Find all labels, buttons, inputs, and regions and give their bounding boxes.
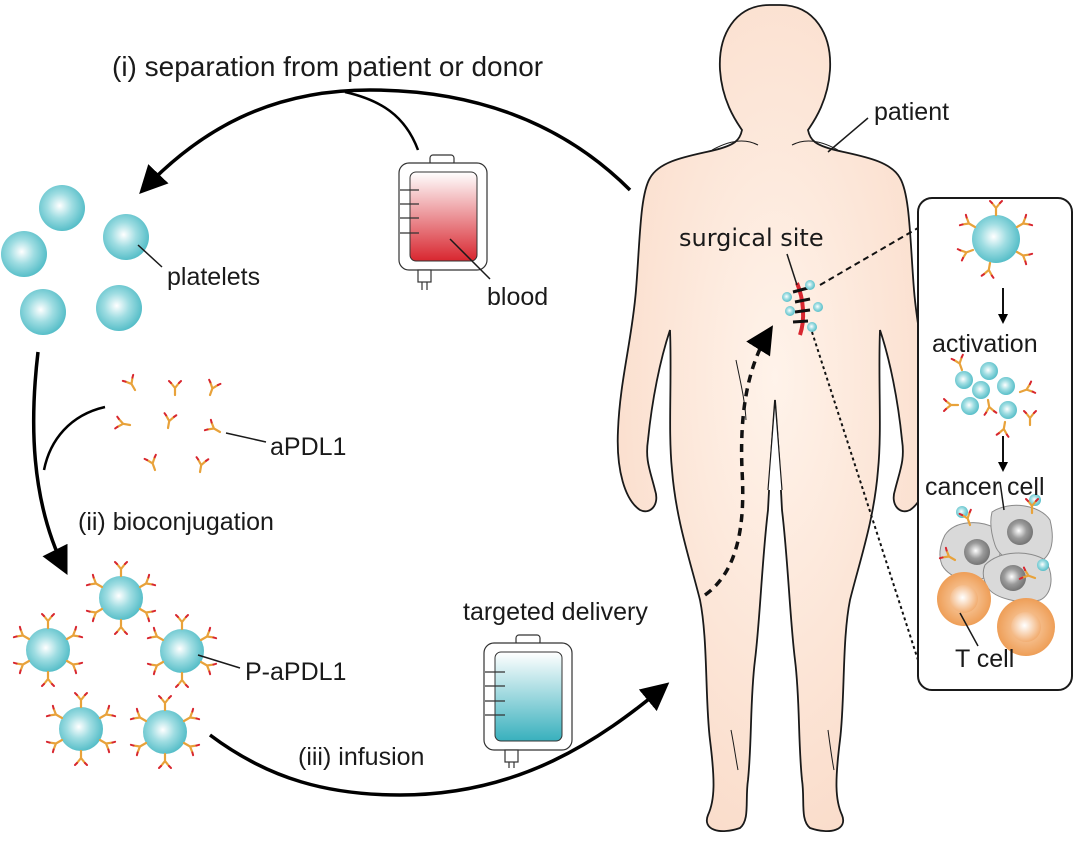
surgical-site-leader <box>786 253 798 286</box>
patient-body <box>616 4 934 832</box>
blood-bag-connector <box>344 90 420 151</box>
p-apdl1-label: P-aPDL1 <box>245 658 346 686</box>
inset-panel <box>917 197 1073 691</box>
activation-label: activation <box>932 330 1038 358</box>
inset-conjugated-platelet <box>956 199 1034 279</box>
inset-activated-platelets <box>942 353 1038 438</box>
surgical-incision <box>782 280 823 336</box>
apdl1-leader <box>225 432 267 443</box>
targeted-delivery-label: targeted delivery <box>463 598 648 626</box>
patient-leader <box>827 117 869 153</box>
t-cell-leader <box>959 612 979 647</box>
step-bioconjugation-label: (ii) bioconjugation <box>78 508 274 536</box>
t-cells <box>937 572 1055 656</box>
cancer-cell-label: cancer cell <box>925 473 1045 501</box>
site-platelets <box>782 280 823 332</box>
antibody-connector <box>42 405 106 471</box>
cancer-cells <box>938 494 1053 603</box>
targeted-delivery-arrow <box>703 325 773 597</box>
platelets-label: platelets <box>167 263 260 291</box>
infusion-arrow <box>208 682 670 797</box>
blood-leader <box>449 238 491 280</box>
step-infusion-label: (iii) infusion <box>298 743 424 771</box>
zoom-line-top <box>819 227 919 286</box>
platelets-cluster <box>1 185 149 335</box>
cancer-cell-leader <box>999 481 1005 511</box>
blood-bag-icon <box>398 154 488 290</box>
free-antibodies <box>114 373 225 475</box>
patient-label: patient <box>874 98 949 126</box>
apdl1-label: aPDL1 <box>270 433 346 461</box>
t-cell-label: T cell <box>955 645 1014 673</box>
step-separation-label: (i) separation from patient or donor <box>112 51 543 82</box>
infusion-bag-icon <box>483 634 573 768</box>
blood-label: blood <box>487 283 548 311</box>
p-apdl1-leader <box>197 654 241 669</box>
surgical-site-label: surgical site <box>679 224 824 252</box>
platelets-leader <box>137 244 163 268</box>
separation-arrow <box>139 88 632 195</box>
p-apdl1-cluster <box>12 560 218 770</box>
bioconjugation-arrow <box>31 351 68 576</box>
